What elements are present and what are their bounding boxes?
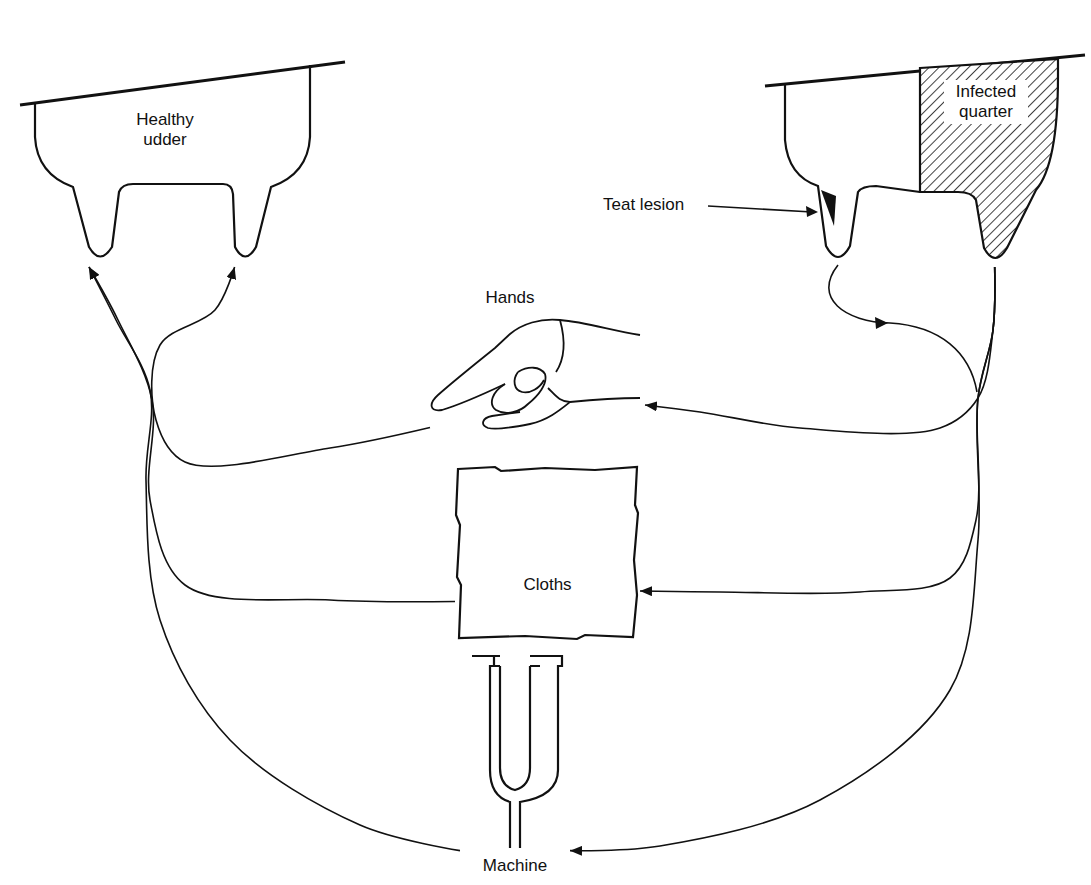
route-line — [829, 265, 977, 392]
route-arrowhead — [875, 317, 888, 329]
transmission-arrow — [645, 267, 995, 434]
udder-outline-shape — [33, 62, 313, 267]
transmission-arrow — [152, 267, 430, 466]
milking-machine: Machine — [460, 650, 570, 878]
transmission-arrow — [640, 267, 995, 593]
hand-group: Hands — [430, 285, 645, 435]
hand-drawing — [432, 320, 640, 429]
transmission-arrow — [89, 267, 455, 602]
leader-line — [708, 206, 812, 212]
leader-arrowhead — [806, 206, 818, 217]
milking-machine-path — [472, 656, 562, 848]
node-label: Hands — [470, 288, 550, 308]
infected-quarter: Infected quarter — [918, 58, 1060, 267]
callout-label: Teat lesion — [603, 195, 684, 215]
udder-outline-path — [35, 65, 310, 257]
udder-outline — [785, 84, 920, 257]
node-label: Infected quarter — [944, 80, 1028, 124]
cloth-shape — [455, 465, 640, 640]
cloth-path — [456, 467, 638, 639]
body-line — [20, 62, 345, 105]
milking-machine-shape — [460, 650, 570, 878]
transmission-arrow — [89, 267, 460, 851]
teat-lesion-mark — [821, 190, 836, 226]
infected-quarter-path — [920, 59, 1058, 258]
node-label: Cloths — [495, 575, 600, 595]
cloth: Cloths — [455, 465, 640, 640]
udder-outline: Healthy udder — [33, 62, 313, 267]
node-label: Machine — [465, 856, 565, 876]
node-label: Healthy udder — [120, 110, 210, 150]
